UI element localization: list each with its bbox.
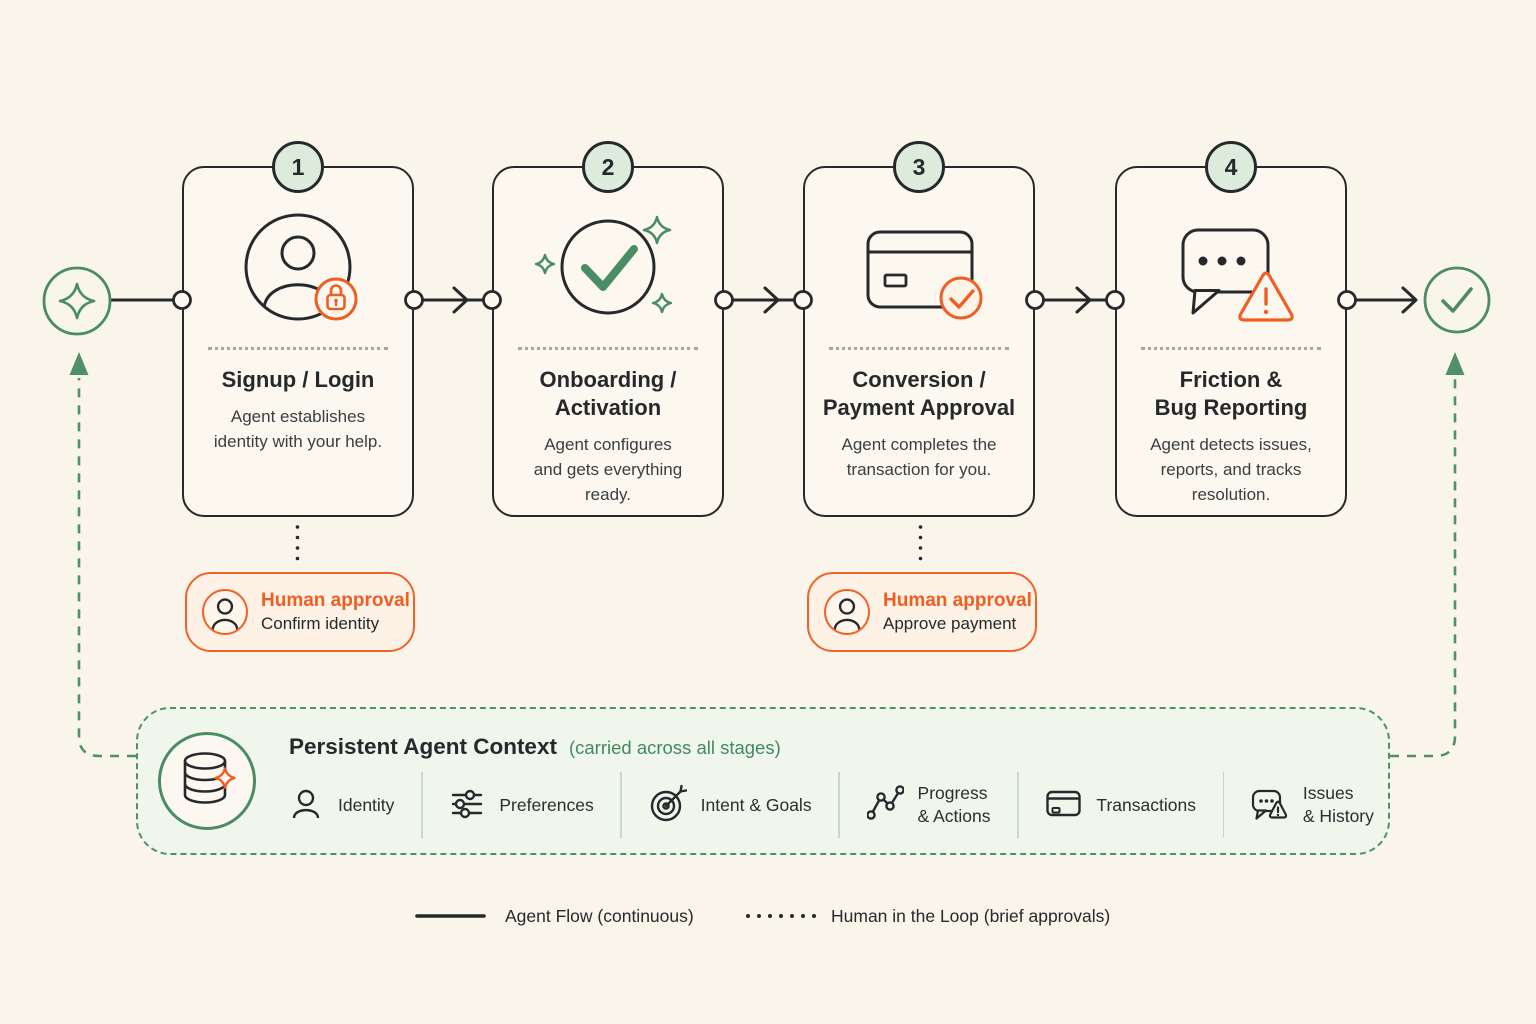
stage-number-badge: 4	[1205, 141, 1257, 193]
legend-human-loop-label: Human in the Loop (brief approvals)	[831, 906, 1111, 926]
context-item-label: Transactions	[1096, 794, 1196, 815]
database-sparkle-icon	[158, 732, 256, 830]
stage-card-signup-login: 1 Signup / Login Agent establishes ident…	[182, 141, 414, 517]
approval-subtitle: Approve payment	[883, 614, 1017, 633]
stage-card-friction: 4 Friction & Bug Reporting Agent detects…	[1115, 141, 1347, 517]
stage-description: Agent detects issues, reports, and track…	[1150, 435, 1312, 504]
check-sparkles-icon	[523, 196, 693, 351]
divider	[829, 347, 1009, 350]
stage-number-badge: 3	[893, 141, 945, 193]
chat-alert-icon	[1146, 196, 1316, 351]
context-item-label: Intent & Goals	[700, 794, 812, 815]
person-icon	[288, 785, 324, 826]
stage-card-onboarding: 2 Onboarding / Activation Agent configur…	[492, 141, 724, 517]
person-icon	[202, 589, 248, 635]
stage-title: Conversion / Payment Approval	[822, 367, 1016, 420]
stage-description: Agent establishes identity with your hel…	[213, 407, 383, 451]
stage-number: 2	[601, 153, 615, 180]
divider	[838, 772, 840, 838]
context-title: Persistent Agent Context	[289, 734, 557, 759]
context-item-issues-history: Issues & History	[1251, 782, 1374, 828]
context-item-label: Issues & History	[1302, 783, 1374, 826]
approval-title: Human approval	[883, 590, 1032, 611]
stage-number: 1	[291, 153, 305, 180]
end-node-check-icon	[1423, 266, 1491, 334]
stage-number-badge: 2	[582, 141, 634, 193]
divider	[421, 772, 423, 838]
context-item-label: Progress & Actions	[917, 783, 991, 826]
persistent-context-panel	[136, 707, 1390, 855]
approval-subtitle: Confirm identity	[261, 614, 380, 633]
progress-chart-icon	[865, 784, 905, 826]
stage-number-badge: 1	[272, 141, 324, 193]
stage-description: Agent completes the transaction for you.	[841, 435, 997, 479]
sliders-icon	[449, 785, 485, 826]
stage-title: Signup / Login	[221, 367, 375, 392]
human-approval-approve-payment: Human approval Approve payment	[807, 572, 1037, 652]
stage-number: 4	[1224, 153, 1238, 180]
stage-title: Onboarding / Activation	[539, 367, 677, 420]
divider	[518, 347, 698, 350]
context-item-identity: Identity	[288, 785, 394, 826]
start-node-sparkle-icon	[42, 266, 112, 336]
context-items-row: Identity Preferences	[288, 768, 1374, 842]
stage-title: Friction & Bug Reporting	[1154, 367, 1308, 420]
person-icon	[824, 589, 870, 635]
context-item-label: Identity	[338, 794, 395, 815]
context-item-label: Preferences	[499, 794, 594, 815]
user-lock-icon	[213, 196, 383, 351]
stage-card-conversion: 3 Conversion / Payment Approval Agent co…	[803, 141, 1035, 517]
stage-description: Agent configures and gets everything rea…	[533, 435, 683, 504]
card-check-icon	[834, 196, 1004, 351]
context-header: Persistent Agent Context (carried across…	[289, 734, 781, 760]
stage-number: 3	[912, 153, 926, 180]
chat-warning-icon	[1251, 784, 1289, 827]
human-approval-confirm-identity: Human approval Confirm identity	[185, 572, 415, 652]
context-item-intent-goals: Intent & Goals	[649, 784, 812, 827]
credit-card-icon	[1045, 784, 1082, 826]
divider	[1222, 772, 1225, 838]
divider	[1017, 772, 1019, 838]
legend-agent-flow-label: Agent Flow (continuous)	[505, 906, 694, 926]
approval-dotted-links	[295, 525, 923, 571]
divider	[620, 772, 622, 838]
approval-title: Human approval	[261, 590, 410, 611]
context-item-transactions: Transactions	[1045, 784, 1196, 826]
divider	[208, 347, 388, 350]
context-item-progress-actions: Progress & Actions	[865, 782, 991, 828]
target-icon	[649, 784, 687, 827]
context-item-preferences: Preferences	[449, 785, 594, 826]
divider	[1141, 347, 1321, 350]
context-subtitle: (carried across all stages)	[568, 737, 781, 758]
